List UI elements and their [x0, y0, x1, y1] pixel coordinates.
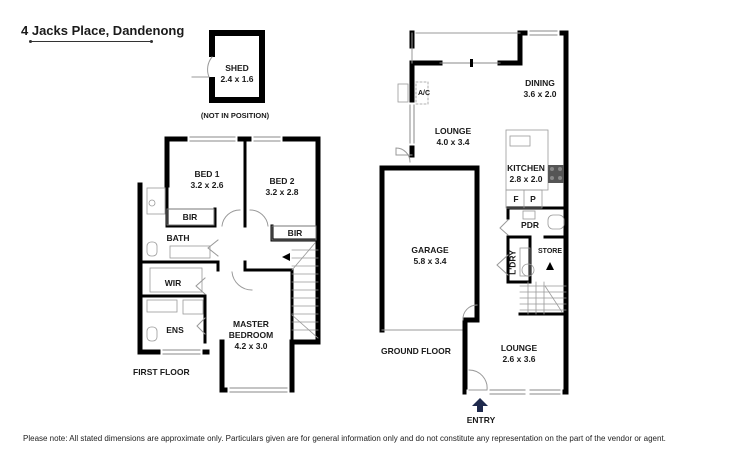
disclaimer-text: Please note: All stated dimensions are a… — [23, 434, 666, 443]
fridge-label: F — [513, 194, 519, 204]
room-label-bir-1: BIR — [182, 212, 198, 222]
room-label-wir: WIR — [164, 278, 182, 288]
entry-label: ENTRY — [466, 415, 496, 425]
first-floor-label: FIRST FLOOR — [133, 367, 190, 377]
title-underline — [29, 40, 153, 43]
shed-walls — [191, 30, 265, 103]
room-label-laundry: L'DRY — [507, 250, 518, 275]
ground-floor-label: GROUND FLOOR — [381, 346, 451, 356]
room-label-bir-2: BIR — [287, 228, 303, 238]
room-label-bath: BATH — [166, 233, 190, 243]
room-label-pdr: PDR — [521, 220, 539, 230]
room-label-ens: ENS — [166, 325, 184, 335]
property-address-title: 4 Jacks Place, Dandenong — [21, 23, 185, 38]
ac-unit-label: A/C — [417, 90, 431, 97]
entry-arrow-icon — [472, 398, 488, 412]
pantry-label: P — [530, 194, 536, 204]
shed-note: (NOT IN POSITION) — [200, 111, 270, 120]
room-label-store: STORE — [538, 248, 562, 255]
